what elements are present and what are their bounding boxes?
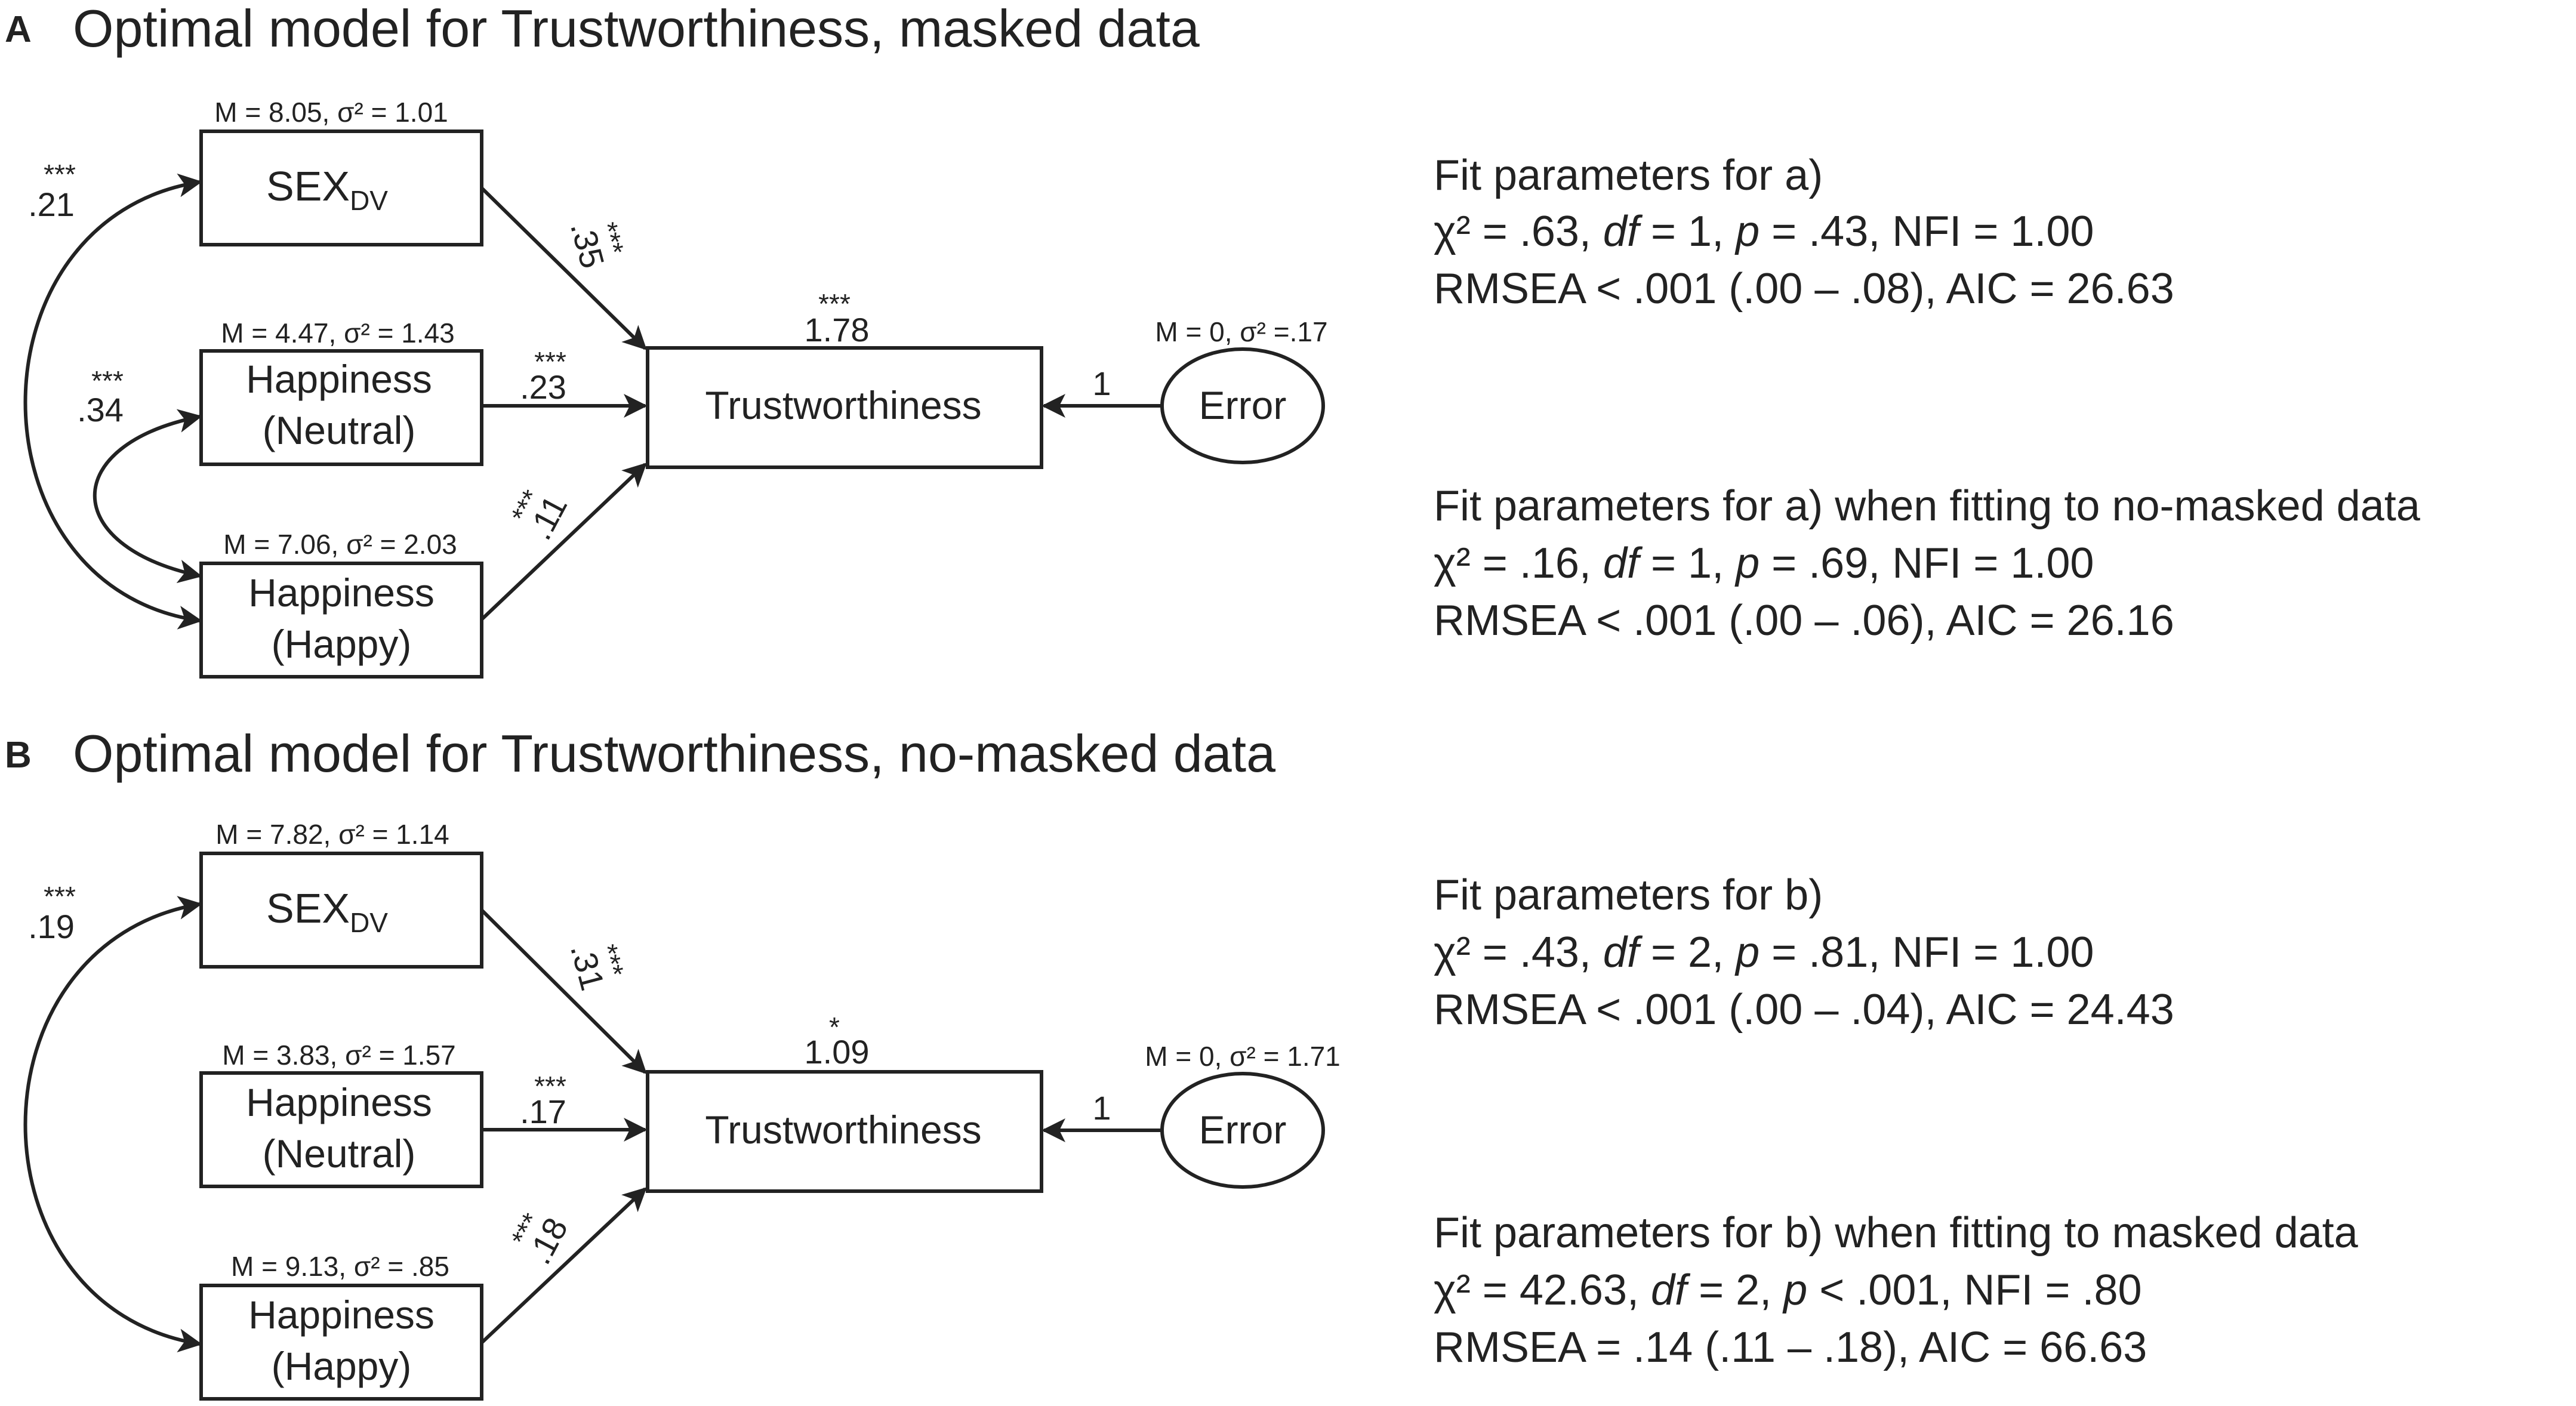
fit-b-masked-line2: RMSEA = .14 (.11 – .18), AIC = 66.63: [1434, 1324, 2147, 1371]
fit-b-masked-heading: Fit parameters for b) when fitting to ma…: [1434, 1209, 2359, 1257]
panel-b: B Optimal model for Trustworthiness, no-…: [5, 724, 2359, 1401]
cov-sex-happy: [23, 173, 202, 630]
neutral-path-sig: ***: [534, 346, 566, 377]
sex-dv-box: [199, 130, 483, 246]
fit-a-nomask-line2: RMSEA < .001 (.00 – .06), AIC = 26.16: [1434, 597, 2174, 645]
sex-path-label: *** .31: [563, 939, 630, 994]
neutral-label-line1: Happiness: [246, 1080, 432, 1124]
happy-path-arrow: [480, 1187, 647, 1345]
neutral-box: [199, 1071, 483, 1188]
fit-a-nomask-line1: χ² = .16, df = 1, p = .69, NFI = 1.00: [1434, 539, 2094, 587]
cov-sex-happy-coef: .21: [28, 186, 75, 223]
cov-neutral-happy-sig: ***: [91, 365, 124, 396]
sex-dv-box: [199, 852, 483, 969]
happy-path-arrow: [480, 462, 647, 621]
fit-b-heading: Fit parameters for b): [1434, 871, 1823, 919]
happy-stats: M = 9.13, σ² = .85: [231, 1251, 449, 1282]
panel-title: Optimal model for Trustworthiness, no-ma…: [73, 724, 1275, 783]
panel-a: A Optimal model for Trustworthiness, mas…: [5, 0, 2421, 679]
sex-dv-label: SEXDV: [266, 163, 388, 216]
sex-stats: M = 8.05, σ² = 1.01: [214, 97, 448, 128]
cov-sex-happy-sig: ***: [44, 881, 76, 912]
cov-neutral-happy: [93, 409, 202, 584]
fit-a-line2: RMSEA < .001 (.00 – .08), AIC = 26.63: [1434, 265, 2174, 313]
intercept-value: 1.78: [805, 311, 870, 349]
error-label: Error: [1199, 383, 1287, 427]
cov-neutral-happy-coef: .34: [77, 391, 124, 428]
error-label: Error: [1199, 1108, 1287, 1152]
neutral-stats: M = 3.83, σ² = 1.57: [222, 1040, 456, 1071]
sex-path-arrow: [480, 186, 647, 350]
neutral-stats: M = 4.47, σ² = 1.43: [221, 317, 455, 349]
sex-path-arrow: [480, 908, 647, 1074]
fit-a-nomask-heading: Fit parameters for a) when fitting to no…: [1434, 482, 2421, 530]
trustworthiness-label: Trustworthiness: [705, 1108, 981, 1152]
panel-title: Optimal model for Trustworthiness, maske…: [73, 0, 1200, 58]
fit-a-line1: χ² = .63, df = 1, p = .43, NFI = 1.00: [1434, 208, 2094, 255]
neutral-label-line2: (Neutral): [263, 408, 416, 452]
fit-a-heading: Fit parameters for a): [1434, 152, 1823, 199]
happy-stats: M = 7.06, σ² = 2.03: [223, 529, 457, 560]
error-stats: M = 0, σ² = 1.71: [1145, 1041, 1341, 1072]
panel-letter: A: [5, 9, 32, 50]
fit-b-masked-line1: χ² = 42.63, df = 2, p < .001, NFI = .80: [1434, 1266, 2142, 1314]
sex-path-label: *** .35: [563, 217, 630, 272]
happy-label-line2: (Happy): [272, 1344, 412, 1388]
intercept-sig: *: [829, 1012, 840, 1043]
trustworthiness-box: [646, 346, 1043, 469]
fit-b-line2: RMSEA < .001 (.00 – .04), AIC = 24.43: [1434, 986, 2174, 1034]
happy-label-line1: Happiness: [248, 571, 435, 615]
neutral-label-line1: Happiness: [246, 357, 432, 401]
neutral-path-coef: .23: [520, 368, 566, 406]
happy-path-label: *** .11: [505, 485, 574, 545]
cov-sex-happy-coef: .19: [28, 908, 75, 945]
cov-sex-happy-sig: ***: [44, 159, 76, 190]
error-stats: M = 0, σ² =.17: [1155, 316, 1327, 347]
sex-dv-label: SEXDV: [266, 885, 388, 938]
error-path-label: 1: [1092, 365, 1111, 402]
neutral-label-line2: (Neutral): [263, 1131, 416, 1176]
neutral-path-coef: .17: [520, 1093, 566, 1130]
happy-path-label: *** .18: [505, 1208, 575, 1270]
happy-label-line1: Happiness: [248, 1293, 435, 1337]
sex-stats: M = 7.82, σ² = 1.14: [215, 819, 449, 850]
error-path-label: 1: [1092, 1089, 1111, 1127]
panel-letter: B: [5, 735, 32, 776]
happy-box: [199, 562, 483, 679]
fit-b-line1: χ² = .43, df = 2, p = .81, NFI = 1.00: [1434, 929, 2094, 976]
cov-sex-happy: [23, 896, 202, 1353]
trustworthiness-box: [646, 1070, 1043, 1193]
trustworthiness-label: Trustworthiness: [705, 383, 981, 427]
neutral-path-sig: ***: [534, 1071, 566, 1102]
intercept-sig: ***: [818, 288, 851, 319]
intercept-value: 1.09: [805, 1033, 870, 1071]
happy-label-line2: (Happy): [272, 622, 412, 666]
